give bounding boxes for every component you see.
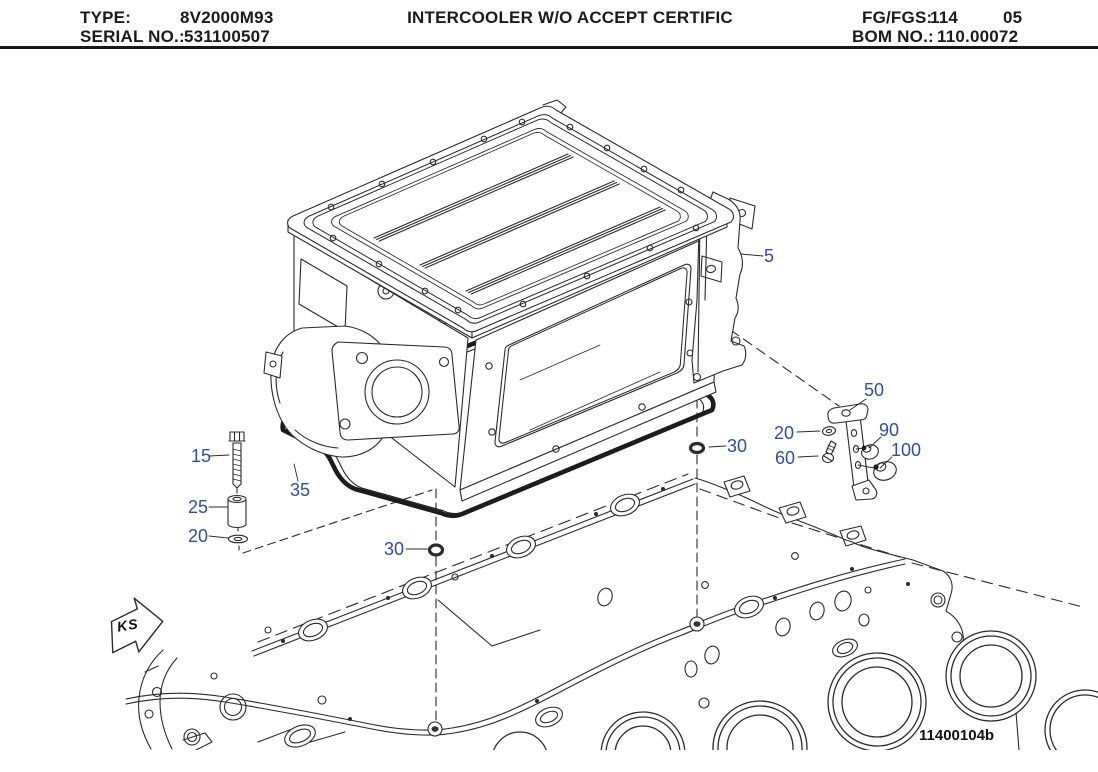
callout-50-bracket[interactable]: 50	[864, 380, 885, 400]
fg-fgs-label: FG/FGS:	[862, 8, 933, 27]
type-value: 8V2000M93	[180, 8, 274, 27]
core-rails	[373, 153, 666, 295]
intercooler-housing-drawing	[263, 99, 756, 502]
callout-90-plug-small[interactable]: 90	[879, 420, 900, 440]
header-divider	[0, 46, 1098, 49]
engine-block-drawing	[125, 473, 1098, 750]
callout-5-housing[interactable]: 5	[764, 246, 775, 266]
callout-30-oring-left[interactable]: 30	[384, 539, 405, 559]
callout-60-screw[interactable]: 60	[775, 448, 796, 468]
ks-view-arrow	[110, 597, 164, 654]
callout-25-spacer[interactable]: 25	[188, 497, 209, 517]
bolt-spacer-washer-drawing	[227, 431, 249, 544]
type-label: TYPE:	[80, 8, 132, 27]
serial-value: 531100507	[184, 27, 270, 46]
bom-label: BOM NO.:	[852, 27, 934, 46]
page-title: INTERCOOLER W/O ACCEPT CERTIFIC	[407, 8, 733, 27]
callout-100-plug-large[interactable]: 100	[891, 440, 922, 460]
callout-35-gasket[interactable]: 35	[290, 480, 311, 500]
fg-fgs-rev: 05	[1003, 8, 1023, 27]
fg-fgs-value: 114	[930, 8, 959, 27]
callout-15-bolt[interactable]: 15	[191, 446, 212, 466]
drawing-number: 11400104b	[919, 727, 995, 744]
assembly-centerlines	[236, 283, 840, 723]
bom-value: 110.00072	[937, 27, 1019, 46]
bracket-assembly-drawing	[821, 403, 897, 501]
callout-30-oring-right[interactable]: 30	[727, 436, 748, 456]
callout-leader-lines	[208, 253, 893, 550]
callout-20-washer-left[interactable]: 20	[188, 526, 209, 546]
callout-20-washer-right[interactable]: 20	[774, 423, 795, 443]
serial-label: SERIAL NO.:	[80, 27, 185, 46]
o-ring-drawings	[427, 441, 706, 557]
flange-bolt-holes	[327, 118, 700, 314]
